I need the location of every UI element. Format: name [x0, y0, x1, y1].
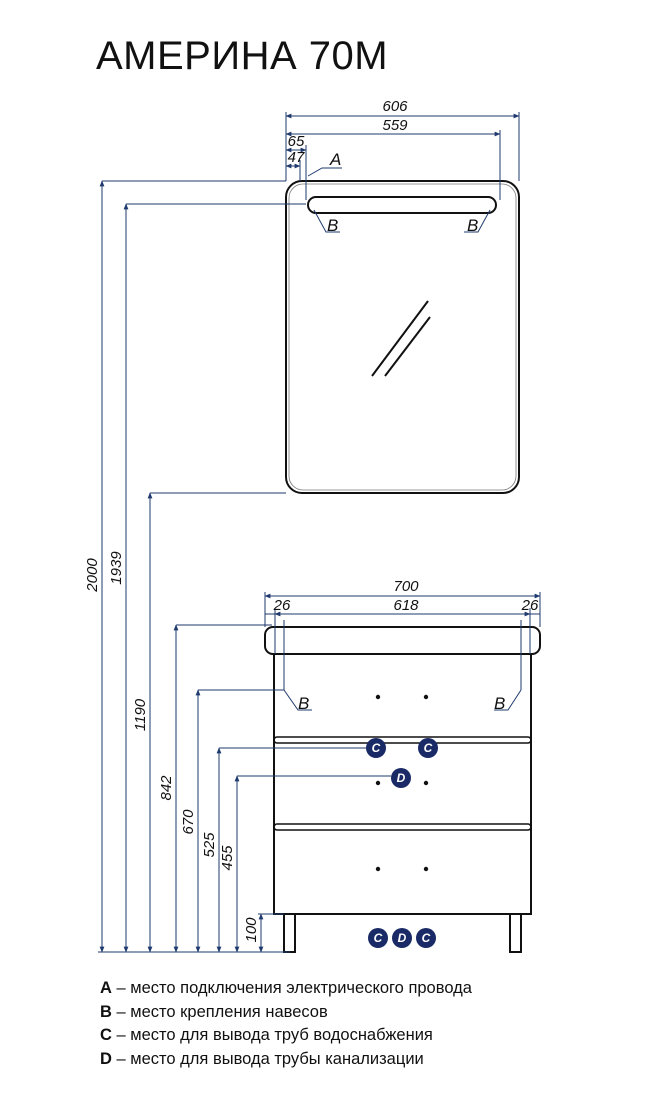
handle-dot: [375, 780, 381, 786]
mirror: [285, 180, 520, 494]
callout-a: A: [329, 150, 341, 169]
mirror-glare-line: [371, 300, 429, 377]
marker-d-mid: [391, 768, 411, 788]
mirror-light-slot: [307, 196, 497, 214]
drawer-top: [273, 736, 532, 744]
mirror-dimensions: [285, 112, 520, 233]
marker-c-right: [418, 738, 438, 758]
handle-dot: [375, 694, 381, 700]
callout-b-cabinet-right: B: [494, 694, 505, 713]
drawer-bottom: [273, 823, 532, 831]
cabinet-leg-left: [283, 913, 296, 953]
dim-height-842: 842: [158, 775, 175, 801]
dim-height-1939: 1939: [108, 551, 125, 585]
mirror-glare-line: [384, 316, 431, 377]
dim-mirror-offset-47: 47: [288, 149, 305, 166]
vanity-cabinet: [264, 626, 541, 953]
marker-bottom-d: [392, 928, 412, 948]
dim-cabinet-hanger-spacing: 618: [393, 597, 419, 614]
handle-dot: [423, 780, 429, 786]
marker-bottom-c-left-label: C: [374, 931, 383, 945]
dim-mirror-width: 606: [382, 98, 408, 115]
callout-b-mirror-right: B: [467, 216, 478, 235]
cabinet-body: [273, 653, 532, 915]
dim-height-100: 100: [243, 917, 260, 943]
dim-height-525: 525: [201, 832, 218, 858]
dim-height-670: 670: [180, 809, 197, 835]
dim-mirror-hanger-spacing: 559: [382, 117, 408, 134]
legend-item-a: A – место подключения электрического про…: [100, 979, 472, 997]
dim-cabinet-offset-left: 26: [273, 597, 291, 614]
countertop-sink: [264, 626, 541, 655]
marker-c-right-label: C: [424, 741, 433, 755]
dim-height-2000: 2000: [84, 558, 101, 593]
marker-bottom-c-right: [416, 928, 436, 948]
callout-b-cabinet-left: B: [298, 694, 309, 713]
dim-cabinet-offset-right: 26: [521, 597, 539, 614]
handle-dot: [423, 694, 429, 700]
mirror-inner-edge: [288, 183, 517, 491]
marker-d-mid-label: D: [397, 771, 406, 785]
handle-dot: [375, 866, 381, 872]
legend: A – место подключения электрического про…: [100, 977, 472, 1071]
dim-cabinet-width: 700: [393, 578, 419, 595]
legend-item-c: C – место для вывода труб водоснабжения: [100, 1026, 433, 1044]
dim-mirror-offset-65: 65: [288, 133, 305, 150]
legend-item-d: D – место для вывода трубы канализации: [100, 1049, 424, 1068]
callout-b-mirror-left: B: [327, 216, 338, 235]
dim-height-1190: 1190: [132, 698, 149, 731]
page-title: АМЕРИНА 70М: [96, 34, 389, 78]
cabinet-dimensions: [264, 592, 541, 711]
dim-height-455: 455: [219, 845, 236, 871]
mirror-frame: [285, 180, 520, 494]
marker-bottom-d-label: D: [398, 931, 407, 945]
marker-c-left-label: C: [372, 741, 381, 755]
marker-c-left: [366, 738, 386, 758]
marker-bottom-c-right-label: C: [422, 931, 431, 945]
legend-item-b: B – место крепления навесов: [100, 1002, 328, 1021]
cabinet-leg-right: [509, 913, 522, 953]
height-dimensions: [98, 180, 391, 953]
handle-dot: [423, 866, 429, 872]
marker-bottom-c-left: [368, 928, 388, 948]
